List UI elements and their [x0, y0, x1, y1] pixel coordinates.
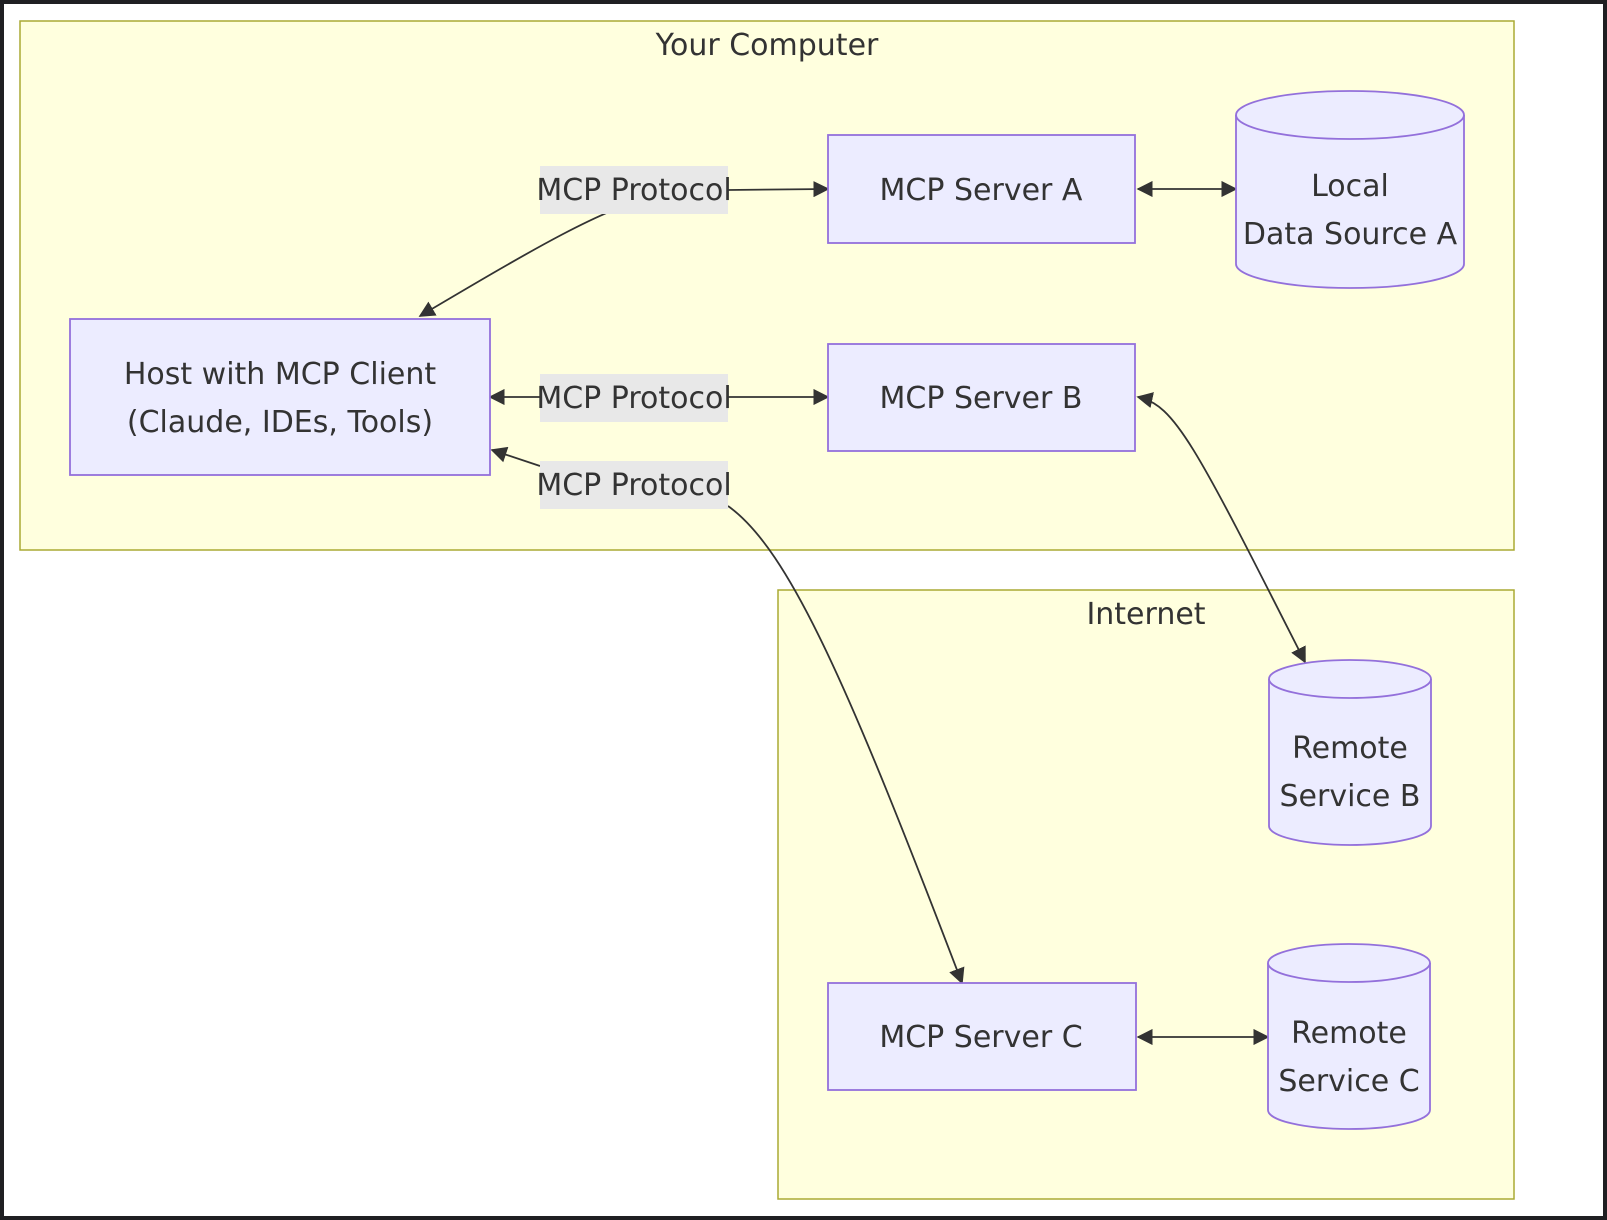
- node-host-line1: Host with MCP Client: [124, 357, 437, 392]
- edge-label-host-a: MCP Protocol: [536, 166, 732, 214]
- node-remote-service-c: Remote Service C: [1267, 943, 1431, 1130]
- node-data-source-a-line2: Data Source A: [1243, 217, 1458, 252]
- cluster-your-computer-label: Your Computer: [655, 28, 879, 63]
- node-remote-service-b: Remote Service B: [1268, 659, 1432, 846]
- node-remote-service-b-line1: Remote: [1292, 731, 1408, 766]
- svg-text:MCP Protocol: MCP Protocol: [536, 173, 731, 208]
- node-host-line2: (Claude, IDEs, Tools): [127, 405, 433, 440]
- node-remote-service-c-line1: Remote: [1291, 1016, 1407, 1051]
- node-data-source-a: Local Data Source A: [1235, 90, 1465, 289]
- node-data-source-a-line1: Local: [1311, 169, 1389, 204]
- node-server-b: MCP Server B: [827, 343, 1136, 452]
- edge-label-host-b: MCP Protocol: [536, 374, 732, 422]
- edge-host-server-c: [490, 446, 965, 985]
- svg-text:MCP Protocol: MCP Protocol: [536, 381, 731, 416]
- node-remote-service-b-line2: Service B: [1280, 779, 1421, 814]
- svg-text:MCP Server C: MCP Server C: [879, 1020, 1082, 1055]
- node-remote-service-c-line2: Service C: [1278, 1064, 1419, 1099]
- node-host: Host with MCP Client (Claude, IDEs, Tool…: [69, 318, 491, 476]
- edge-server-b-remote-b: [1136, 392, 1306, 664]
- svg-text:MCP Server A: MCP Server A: [880, 173, 1083, 208]
- cluster-internet-label: Internet: [1086, 597, 1205, 632]
- node-server-a: MCP Server A: [827, 134, 1136, 244]
- svg-text:MCP Protocol: MCP Protocol: [536, 468, 731, 503]
- svg-text:MCP Server B: MCP Server B: [880, 381, 1083, 416]
- node-server-c: MCP Server C: [827, 982, 1137, 1091]
- edge-label-host-c: MCP Protocol: [536, 461, 732, 509]
